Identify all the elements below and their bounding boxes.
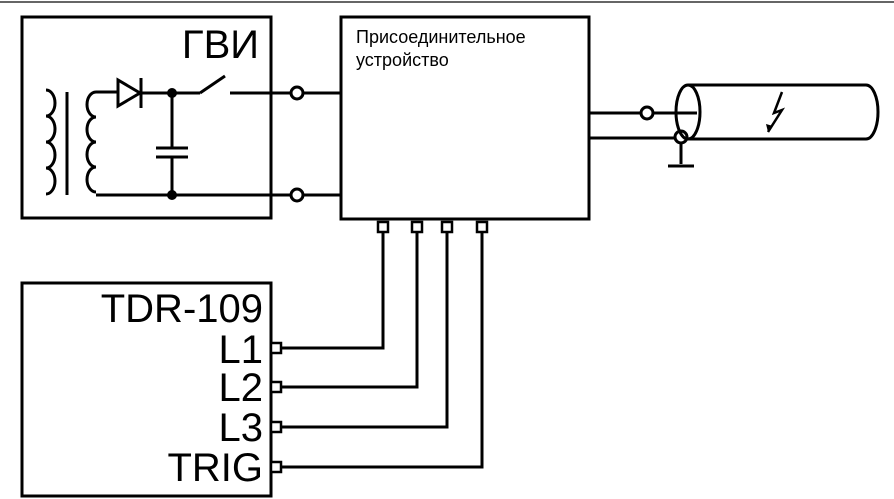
signal-line-l2 xyxy=(281,232,419,389)
tdr-block: TDR-109 L1 L2 L3 TRIG xyxy=(20,281,283,498)
transformer-primary-winding xyxy=(45,88,57,196)
diode-symbol xyxy=(116,77,143,109)
coupler-connector-l2 xyxy=(410,220,424,234)
port-label-l2: L2 xyxy=(219,366,264,410)
transformer-secondary-winding xyxy=(85,90,97,194)
signal-line-l3 xyxy=(281,232,449,429)
terminal xyxy=(639,105,655,121)
terminal xyxy=(289,187,305,203)
coupler-connector-l1 xyxy=(376,220,390,234)
tdr-title: TDR-109 xyxy=(101,287,263,331)
switch-symbol xyxy=(199,74,226,95)
coupler-label-line2: устройство xyxy=(356,50,449,70)
coupler-connector-trig xyxy=(475,220,489,234)
tdr-connector-l2 xyxy=(269,380,283,394)
terminal xyxy=(289,85,305,101)
tdr-connector-l1 xyxy=(269,341,283,355)
tdr-connector-trig xyxy=(269,460,283,474)
coupler-label-line1: Присоединительное xyxy=(356,27,526,47)
generator-label: ГВИ xyxy=(182,23,259,67)
coupler-connector-l3 xyxy=(440,220,454,234)
signal-line-trig xyxy=(281,232,484,469)
port-label-trig: TRIG xyxy=(167,446,263,490)
generator-box xyxy=(20,15,273,220)
fault-lightning-icon xyxy=(766,91,786,133)
coupler-block: Присоединительное устройство xyxy=(339,15,591,234)
signal-line-l1 xyxy=(281,232,385,350)
coupler-box xyxy=(339,15,591,221)
port-label-l3: L3 xyxy=(219,406,264,450)
cable-far-end xyxy=(865,83,880,141)
tdr-connector-l3 xyxy=(269,420,283,434)
cable-block xyxy=(589,83,880,168)
port-label-l1: L1 xyxy=(219,328,264,372)
generator-block: ГВИ xyxy=(20,15,290,220)
fault-arrowhead xyxy=(766,124,773,132)
